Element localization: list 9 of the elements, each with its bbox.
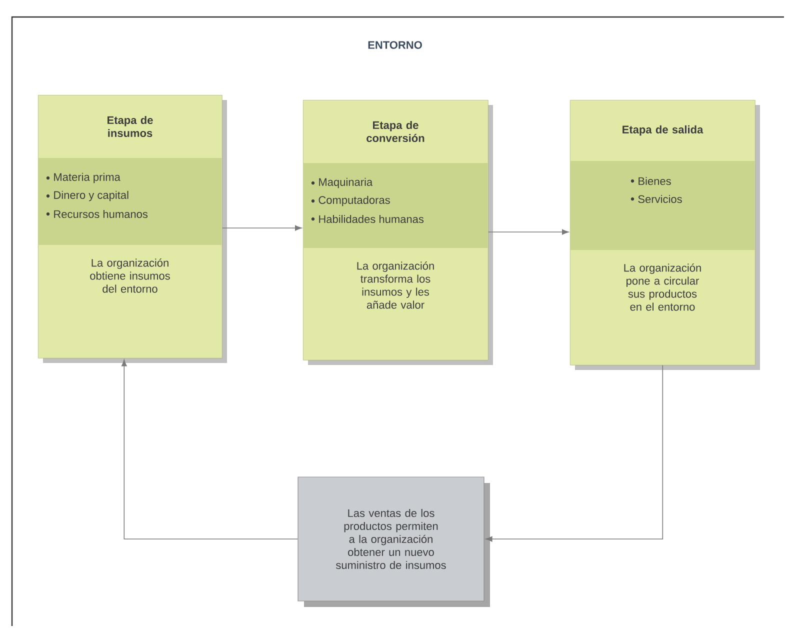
stage-box: Etapa de salida Bienes Servicios La organización pone a circular sus productos en el entorno	[570, 100, 760, 370]
result-box: Las ventas de los productos permiten a la organización obtener un nuevo suministro de insumos	[298, 476, 490, 607]
title: ENTORNO	[368, 41, 422, 49]
arrow	[488, 229, 569, 235]
arrow	[222, 225, 302, 231]
stage-box: Etapa de insumos Materia prima Dinero y capital Recursos humanos La organización obtiene insumos del entorno	[38, 95, 227, 363]
arrow	[486, 364, 664, 542]
stage-box: Etapa de conversión Maquinaria Computadoras Habilidades humanas La organización transforma los insumos y les añade valor	[303, 100, 493, 365]
arrow	[121, 360, 298, 540]
